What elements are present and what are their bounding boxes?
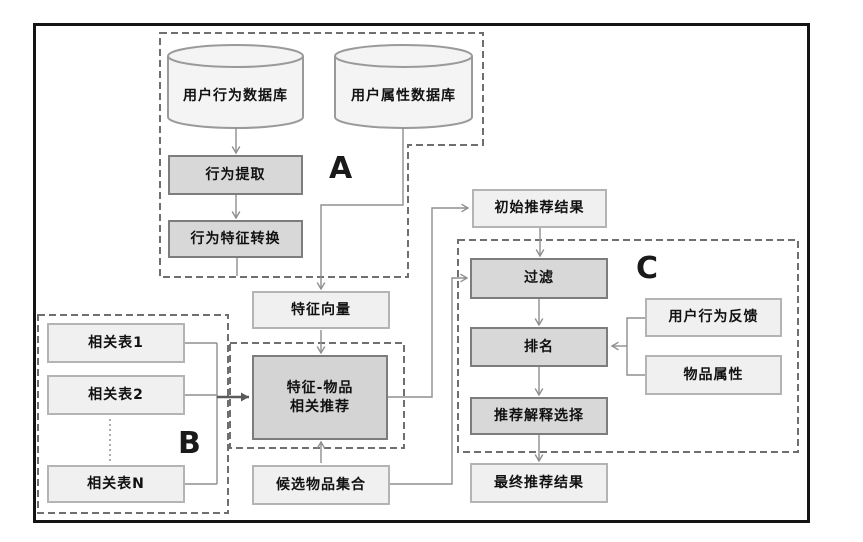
region-b-outline [37, 314, 229, 514]
related-table-1-node: 相关表1 [47, 323, 185, 363]
filter-node: 过滤 [470, 258, 608, 299]
feature-item-recommendation-node: 特征-物品 相关推荐 [252, 355, 388, 440]
section-b-label: B [178, 426, 201, 461]
user-behavior-feedback-node: 用户行为反馈 [645, 298, 782, 337]
candidate-item-set-node: 候选物品集合 [252, 465, 390, 505]
database-cylinder-attribute [334, 44, 473, 129]
section-c-label: C [636, 251, 659, 286]
behavior-extraction-node: 行为提取 [168, 155, 303, 195]
related-table-n-node: 相关表N [47, 465, 185, 503]
final-results-node: 最终推荐结果 [470, 463, 608, 503]
behavior-feature-conversion-node: 行为特征转换 [168, 220, 303, 258]
related-table-2-node: 相关表2 [47, 375, 185, 415]
database-cylinder-behavior [167, 44, 304, 129]
section-a-label: A [329, 151, 353, 186]
ranking-node: 排名 [470, 327, 608, 367]
explanation-selection-node: 推荐解释选择 [470, 397, 608, 435]
user-attribute-db-label: 用户属性数据库 [351, 88, 456, 104]
connectors [185, 128, 645, 485]
region-a-outline [159, 32, 484, 278]
initial-results-node: 初始推荐结果 [472, 189, 607, 228]
user-behavior-db-label: 用户行为数据库 [183, 88, 288, 104]
diagram-frame [33, 23, 810, 523]
feature-vector-node: 特征向量 [252, 291, 390, 329]
item-attributes-node: 物品属性 [645, 355, 782, 395]
region-c-outline [457, 239, 799, 453]
